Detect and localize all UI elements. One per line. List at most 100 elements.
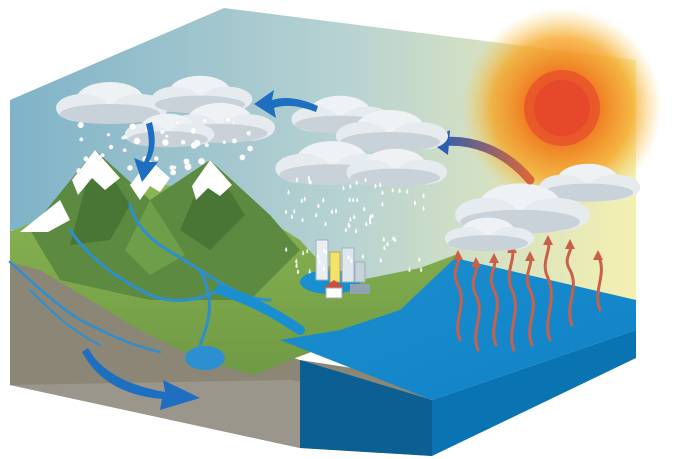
ocean-side-face bbox=[300, 360, 432, 456]
rain-drop bbox=[325, 249, 328, 255]
snow-flake bbox=[239, 154, 246, 161]
rain-drop bbox=[295, 258, 298, 264]
rain-drop bbox=[391, 187, 394, 193]
rain-drop bbox=[344, 227, 347, 233]
rain-drop bbox=[413, 200, 417, 206]
snow-flake bbox=[202, 118, 208, 124]
snow-cap bbox=[192, 160, 232, 200]
rain-drop bbox=[330, 208, 334, 214]
rain-drop bbox=[379, 257, 382, 263]
snow-flake bbox=[183, 158, 190, 165]
evaporation-arrow-icon bbox=[453, 238, 603, 352]
rain-drop bbox=[355, 228, 358, 234]
snow-cap bbox=[72, 150, 120, 195]
rain-drop bbox=[342, 185, 345, 191]
rain-drop bbox=[355, 179, 358, 185]
rain-drop bbox=[334, 208, 338, 214]
rain-drop bbox=[290, 214, 294, 220]
snow-flake bbox=[155, 169, 163, 176]
rain-drop bbox=[422, 192, 425, 198]
rain-drop bbox=[371, 213, 374, 219]
rain-drop bbox=[306, 248, 309, 254]
snow-flake bbox=[180, 139, 186, 145]
snow-flake bbox=[100, 153, 105, 158]
snow-flake bbox=[170, 169, 177, 176]
rain-drop bbox=[301, 217, 304, 223]
rain-drop bbox=[348, 197, 351, 203]
ocean-front-face bbox=[432, 330, 636, 456]
snow-flake bbox=[161, 138, 169, 146]
evaporation-arrowheads bbox=[453, 235, 603, 267]
rain-drop bbox=[392, 235, 395, 241]
snow-flake bbox=[204, 142, 210, 148]
snow-flake bbox=[133, 137, 141, 145]
city-icon bbox=[315, 239, 370, 299]
snow-flake bbox=[225, 116, 232, 123]
rain-drop bbox=[307, 175, 310, 181]
flow-arrow-icon bbox=[134, 122, 158, 182]
rain-drop bbox=[323, 247, 326, 253]
snow-flake bbox=[153, 156, 159, 162]
rain-drop bbox=[285, 246, 288, 252]
rain-drop bbox=[408, 266, 411, 272]
rain-drop bbox=[386, 241, 389, 247]
rain-drop bbox=[318, 258, 321, 264]
snow-flake bbox=[83, 156, 89, 162]
rain-drop bbox=[303, 196, 306, 202]
rain-drop bbox=[420, 267, 423, 273]
rain-drop bbox=[322, 265, 325, 271]
rain-drop bbox=[393, 237, 397, 243]
rain-drop bbox=[382, 236, 385, 242]
rain-drop bbox=[349, 183, 352, 189]
snow-flake bbox=[190, 127, 197, 135]
rain-drop bbox=[361, 253, 364, 259]
rain-drop bbox=[374, 183, 377, 189]
rain-drop bbox=[296, 269, 300, 275]
snow-flake bbox=[108, 144, 114, 150]
snow-flake bbox=[159, 129, 165, 135]
rain-drop bbox=[293, 208, 296, 214]
rain-icon bbox=[284, 175, 425, 275]
rain-drop bbox=[324, 221, 327, 227]
snow-flake bbox=[106, 132, 111, 137]
flow-arrow-icon bbox=[254, 90, 318, 118]
snow-flake bbox=[222, 140, 227, 145]
rain-drop bbox=[353, 214, 356, 220]
flow-arrow-icon bbox=[82, 348, 200, 410]
rain-drop bbox=[317, 203, 320, 209]
rain-drop bbox=[352, 197, 355, 203]
rain-drop bbox=[349, 216, 352, 222]
mountain-lake bbox=[185, 346, 225, 370]
snow-flake bbox=[231, 120, 236, 125]
rain-drop bbox=[422, 205, 425, 211]
rain-drop bbox=[302, 250, 305, 256]
rain-drop bbox=[381, 190, 384, 196]
condensation-arrow bbox=[435, 136, 535, 185]
snow-flake bbox=[175, 120, 180, 125]
snow-flake bbox=[122, 148, 127, 153]
rain-drop bbox=[284, 209, 288, 215]
rain-drop bbox=[381, 201, 384, 207]
rain-drop bbox=[295, 176, 298, 182]
rain-drop bbox=[363, 206, 366, 212]
snow-flake bbox=[122, 134, 128, 140]
rain-drop bbox=[383, 245, 386, 251]
rain-drop bbox=[369, 219, 372, 225]
rain-drop bbox=[287, 189, 290, 195]
rain-drop bbox=[365, 221, 368, 227]
rain-drop bbox=[364, 177, 367, 183]
rain-drop bbox=[315, 212, 318, 218]
rain-drop bbox=[398, 187, 401, 193]
rain-drop bbox=[295, 262, 298, 268]
rain-drop bbox=[322, 197, 325, 203]
snow-flake bbox=[246, 130, 252, 136]
rain-drop bbox=[350, 257, 353, 263]
snow-flake bbox=[193, 139, 201, 147]
snow-flake bbox=[172, 165, 177, 170]
snow-flake bbox=[129, 123, 137, 131]
rain-drop bbox=[300, 198, 303, 204]
rain-drop bbox=[347, 254, 350, 260]
snow-flake bbox=[77, 121, 84, 129]
